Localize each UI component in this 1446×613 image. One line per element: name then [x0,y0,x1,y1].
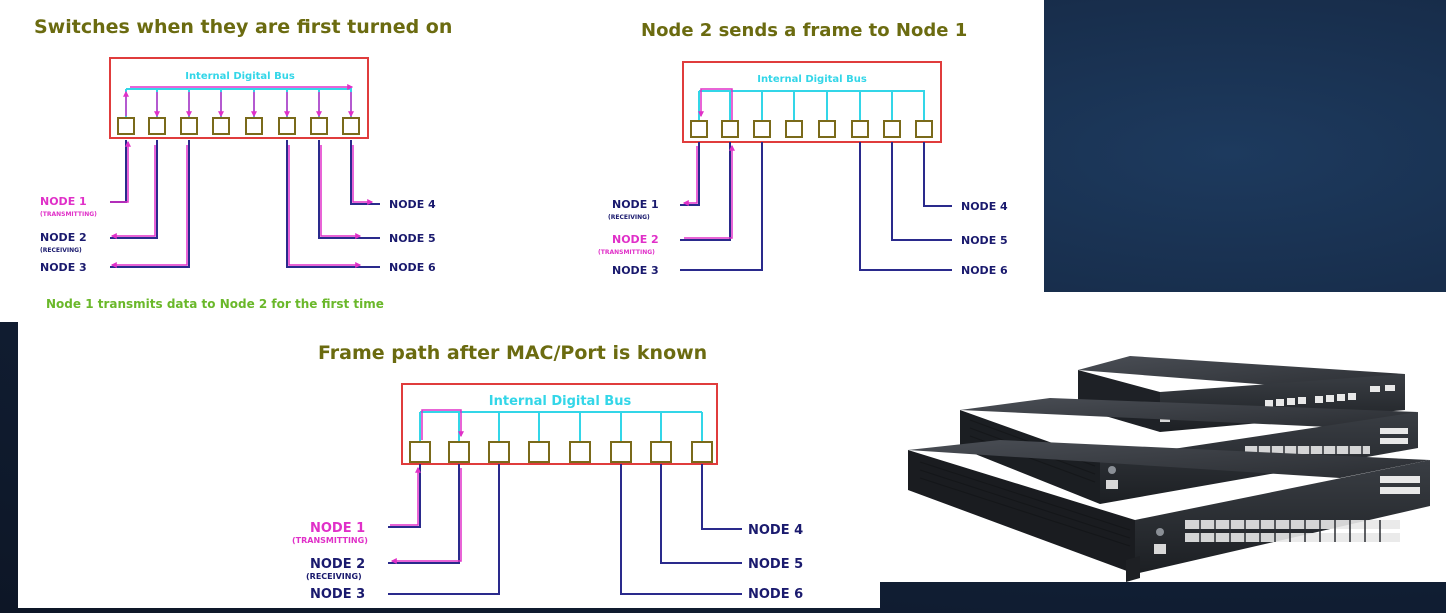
node3-label: NODE 3 [310,587,365,602]
node1-status: (TRANSMITTING) [292,536,368,545]
bus-label: Internal Digital Bus [757,74,867,85]
diagram3-title: Frame path after MAC/Port is known [318,342,708,364]
node6-label: NODE 6 [389,261,436,274]
node2-status: (RECEIVING) [306,572,362,581]
node2-status: (RECEIVING) [40,247,82,254]
diagram3: Internal Digital Bus NODE 1 (TRANSMITTIN… [292,383,803,602]
node1-status: (RECEIVING) [608,214,650,221]
node1-label: NODE 1 [310,521,365,536]
node1-status: (TRANSMITTING) [40,211,97,218]
network-switches-photo [908,356,1430,582]
node3-label: NODE 3 [612,264,659,277]
node2-label: NODE 2 [40,231,87,244]
cables [110,140,380,268]
bus-label: Internal Digital Bus [489,394,632,409]
diagram2: Internal Digital Bus NODE 1 (RECEIVING) [598,61,1008,277]
diagram-panel-top [0,0,1044,322]
diagram2-title: Node 2 sends a frame to Node 1 [641,20,968,41]
diagram1: Internal Digital Bus [40,57,436,311]
node5-label: NODE 5 [389,232,436,245]
node2-label: NODE 2 [310,557,365,572]
diagram1-title: Switches when they are first turned on [34,16,453,38]
node2-status: (TRANSMITTING) [598,249,655,256]
node6-label: NODE 6 [961,264,1008,277]
node5-label: NODE 5 [748,557,803,572]
port-array [1185,476,1420,542]
frame-path-internal [421,409,464,440]
node5-label: NODE 5 [961,234,1008,247]
node4-label: NODE 4 [961,200,1008,213]
switch-unit-large [908,440,1430,582]
port-down-arrows [154,92,354,118]
node4-label: NODE 4 [748,523,803,538]
node4-label: NODE 4 [389,198,436,211]
frame-path [110,140,374,268]
bus-label: Internal Digital Bus [185,71,295,82]
node3-label: NODE 3 [40,261,87,274]
diagram1-caption: Node 1 transmits data to Node 2 for the … [46,297,384,311]
ports [117,117,360,135]
node1-label: NODE 1 [612,198,659,211]
node2-label: NODE 2 [612,233,659,246]
node1-label: NODE 1 [40,195,87,208]
frame-path-internal [698,88,733,120]
node6-label: NODE 6 [748,587,803,602]
